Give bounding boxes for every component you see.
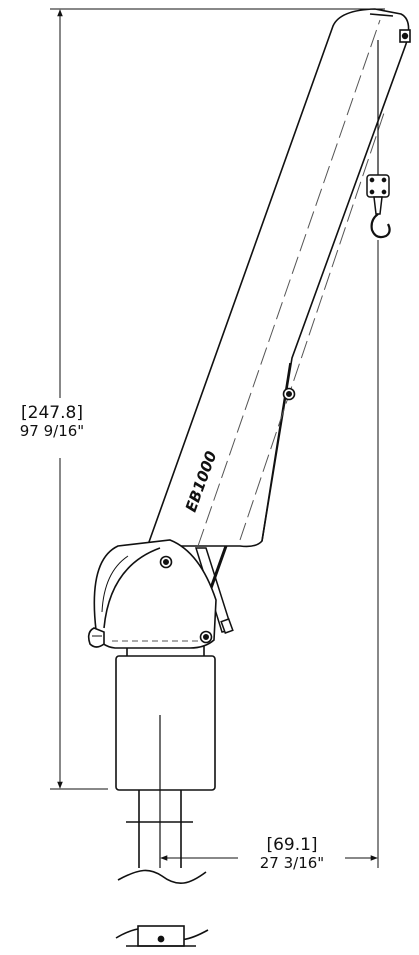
reach-dimension xyxy=(160,240,379,868)
hook-block xyxy=(366,174,390,198)
pedestal-body xyxy=(115,655,216,791)
pedestal xyxy=(115,643,216,884)
height-metric: [247.8] xyxy=(21,403,83,423)
socket-pin xyxy=(157,935,165,943)
hook-shank xyxy=(373,196,383,215)
hook-assembly xyxy=(366,40,391,239)
boom-outline xyxy=(148,8,410,548)
reach-imperial: 27 3/16" xyxy=(259,854,325,872)
actuator-clevis xyxy=(220,618,234,634)
reach-dimension-label: [69.1] 27 3/16" xyxy=(244,836,340,872)
boom-tip-plate xyxy=(369,13,394,17)
boom xyxy=(148,8,411,548)
hook-icon xyxy=(370,213,391,239)
hook-block-bolt-1 xyxy=(369,177,375,183)
turret-lower-pin-center xyxy=(203,633,210,640)
turret-inner-arc xyxy=(103,547,161,629)
hook-block-bolt-4 xyxy=(381,189,387,195)
turret-outline xyxy=(93,539,217,649)
height-dimension xyxy=(50,8,385,790)
turret-upper-pin-center xyxy=(163,558,170,565)
boom-pivot-pin-center xyxy=(285,390,292,397)
height-imperial: 97 9/16" xyxy=(19,422,85,440)
boom-hidden-line-2 xyxy=(239,109,386,541)
turret-handle xyxy=(87,627,105,648)
boom-hidden-line xyxy=(197,19,381,547)
turret-housing xyxy=(87,539,217,649)
base-socket-detail xyxy=(115,925,209,947)
hook-block-bolt-2 xyxy=(381,177,387,183)
reach-metric: [69.1] xyxy=(266,835,318,855)
turret-seam xyxy=(101,555,129,613)
mast-break-line xyxy=(117,869,207,884)
boom-tip-bolt xyxy=(401,32,409,40)
hook-block-bolt-3 xyxy=(369,189,375,195)
height-dimension-label: [247.8] 97 9/16" xyxy=(2,404,102,440)
